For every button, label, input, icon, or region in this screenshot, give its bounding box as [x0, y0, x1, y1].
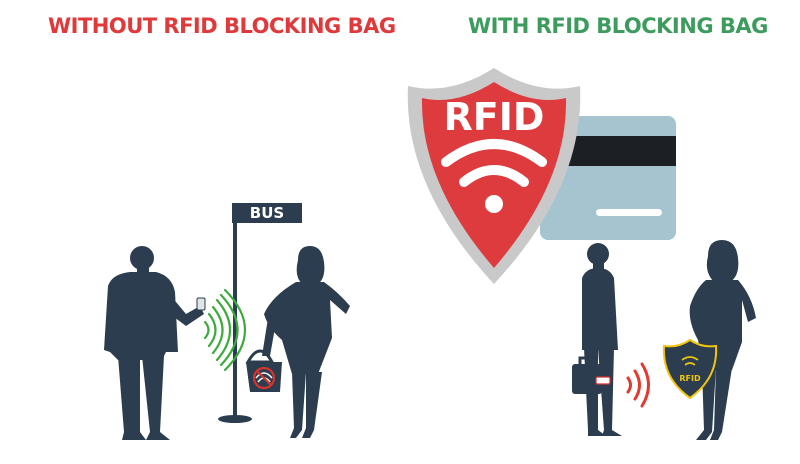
heading-without-rfid-bag: WITHOUT RFID BLOCKING BAG: [48, 14, 396, 38]
blocked-signal-icon: [626, 362, 650, 408]
woman-with-bag-silhouette: [245, 246, 350, 438]
man-with-briefcase-silhouette: [572, 243, 622, 436]
rfid-shield-badge: RFID: [662, 338, 718, 400]
card-in-hand: [595, 376, 611, 385]
bus-sign-label: BUS: [250, 204, 284, 222]
woman-with-shielded-bag-silhouette: [689, 240, 756, 440]
bus-sign: [232, 203, 302, 223]
no-signal-icon: [252, 366, 276, 390]
badge-label: RFID: [679, 374, 701, 383]
shield-icon: RFID: [407, 68, 581, 284]
phone-reader: [196, 297, 206, 311]
shield-label: RFID: [444, 95, 545, 139]
wifi-icon: [203, 288, 246, 372]
heading-with-rfid-bag: WITH RFID BLOCKING BAG: [468, 14, 768, 38]
man-with-phone-silhouette: [104, 246, 204, 440]
bus-stop-base: [218, 415, 252, 423]
